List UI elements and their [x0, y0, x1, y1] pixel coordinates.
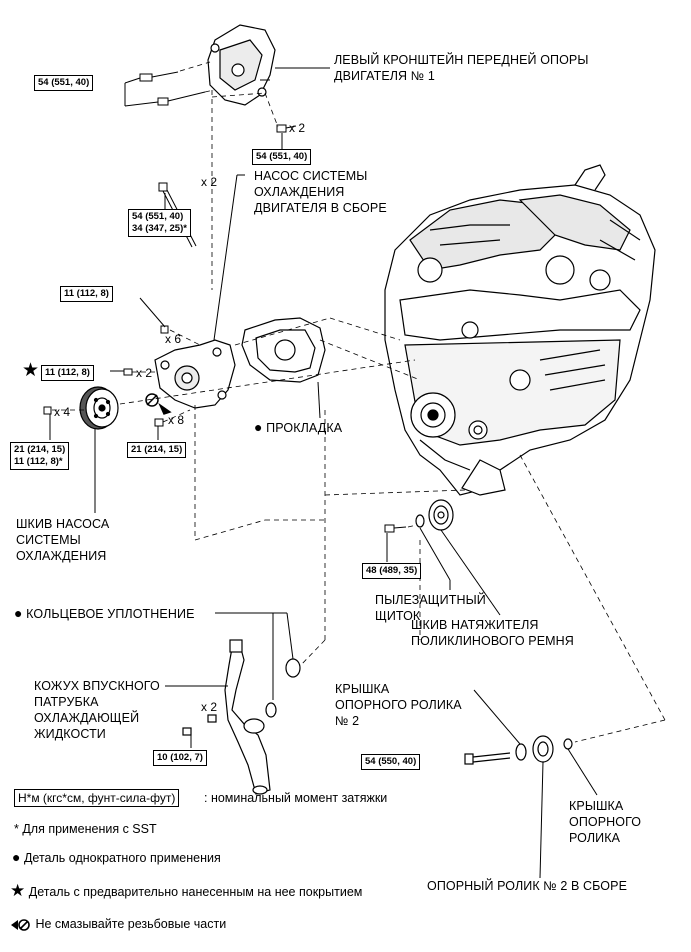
qty-pump-bolts-2: x 2	[136, 366, 153, 380]
torque-box-pump-bolts-8: 21 (214, 15)	[127, 442, 187, 458]
qty-bracket-bolt: x 2	[289, 121, 306, 135]
torque-box-inlet-housing: 10 (102, 7)	[153, 750, 207, 766]
star-icon: ★	[22, 360, 40, 381]
pump-bolts	[43, 325, 407, 533]
label-inlet-housing: КОЖУХ ВПУСКНОГО ПАТРУБКА ОХЛАЖДАЮЩЕЙ ЖИД…	[34, 678, 160, 742]
torque-box-bracket-bolt-2: 54 (551, 40)	[252, 149, 312, 165]
label-pump-pulley-line3: ОХЛАЖДЕНИЯ	[16, 549, 107, 563]
label-pump-pulley-line2: СИСТЕМЫ	[16, 533, 81, 547]
label-gasket: ● ПРОКЛАДКА	[254, 419, 342, 436]
label-dust-shield-line1: ПЫЛЕЗАЩИТНЫЙ	[375, 593, 486, 607]
label-pump-pulley-line1: ШКИВ НАСОСА	[16, 517, 110, 531]
torque-box-pump-bolts-2: 11 (112, 8)	[41, 365, 94, 381]
alignment-dashed-lines	[52, 61, 666, 743]
star-icon: ★	[10, 881, 26, 900]
torque-value-pulley-2: 11 (112, 8)*	[14, 456, 63, 467]
torque-value-pulley-1: 21 (214, 15)	[14, 444, 66, 455]
no-oil-marker-diagram	[145, 393, 172, 415]
legend-unit-text: : номинальный момент затяжки	[204, 791, 388, 805]
torque-box-pump-bolts-6: 11 (112, 8)	[60, 286, 113, 302]
torque-value-long-bolt-2: 34 (347, 25)*	[132, 223, 187, 234]
inlet-housing-drawing	[182, 639, 301, 795]
legend-no-lube-text: Не смазывайте резьбовые части	[35, 917, 227, 931]
torque-box-idler: 54 (550, 40)	[361, 754, 421, 770]
bracket-bolts	[139, 71, 297, 248]
idler-pulley-drawing	[464, 735, 573, 765]
water-pump-drawing	[154, 339, 236, 409]
label-o-ring: ● КОЛЬЦЕВОЕ УПЛОТНЕНИЕ	[14, 605, 195, 622]
label-pump-pulley: ШКИВ НАСОСА СИСТЕМЫ ОХЛАЖДЕНИЯ	[16, 516, 109, 564]
label-tensioner-line1: ШКИВ НАТЯЖИТЕЛЯ	[411, 618, 539, 632]
torque-box-bracket-bolts: 54 (551, 40)	[34, 75, 94, 91]
no-oil-icon	[11, 918, 30, 931]
legend-single-use-text: Деталь однократного применения	[23, 851, 221, 865]
torque-box-tensioner: 48 (489, 35)	[362, 563, 422, 579]
label-idler-cover-line2: ОПОРНОГО	[569, 815, 642, 829]
torque-box-pulley-bolts: 21 (214, 15) 11 (112, 8)*	[10, 442, 70, 470]
label-idler-cover-line3: РОЛИКА	[569, 831, 621, 845]
left-bracket-drawing	[207, 24, 276, 106]
legend-sst-note: * Для применения с SST	[14, 822, 157, 836]
label-water-pump-line2: ОХЛАЖДЕНИЯ	[254, 185, 345, 199]
label-idler-cover-line1: КРЫШКА	[569, 799, 624, 813]
qty-pulley-bolts: x 4	[54, 405, 71, 419]
qty-pump-bolts-6: x 6	[165, 332, 182, 346]
label-tensioner-line2: ПОЛИКЛИНОВОГО РЕМНЯ	[411, 634, 574, 648]
label-idler-cover2-line3: № 2	[335, 714, 360, 728]
label-gasket-text: ПРОКЛАДКА	[266, 421, 343, 435]
label-idler-cover2-line2: ОПОРНОГО РОЛИКА	[335, 698, 462, 712]
legend-unit-box: Н*м (кгс*см, фунт-сила-фут)	[14, 789, 180, 807]
label-tensioner-pulley: ШКИВ НАТЯЖИТЕЛЯ ПОЛИКЛИНОВОГО РЕМНЯ	[411, 617, 574, 649]
label-inlet-line3: ОХЛАЖДАЮЩЕЙ	[34, 711, 140, 725]
label-water-pump-line3: ДВИГАТЕЛЯ В СБОРЕ	[254, 201, 387, 215]
label-idler-assy: ОПОРНЫЙ РОЛИК № 2 В СБОРЕ	[427, 879, 628, 893]
engine-assembly-drawing	[384, 164, 656, 496]
label-water-pump-line1: НАСОС СИСТЕМЫ	[254, 169, 368, 183]
leader-lines	[49, 67, 598, 879]
filled-circle-icon: ●	[14, 605, 23, 621]
label-idler-cover-2: КРЫШКА ОПОРНОГО РОЛИКА № 2	[335, 681, 462, 729]
label-left-bracket: ЛЕВЫЙ КРОНШТЕЙН ПЕРЕДНЕЙ ОПОРЫ ДВИГАТЕЛЯ…	[334, 52, 589, 84]
label-dust-shield: ПЫЛЕЗАЩИТНЫЙ ЩИТОК	[375, 592, 486, 624]
label-inlet-line1: КОЖУХ ВПУСКНОГО	[34, 679, 160, 693]
torque-value-long-bolt-1: 54 (551, 40)	[132, 211, 184, 222]
legend-single-use: ● Деталь однократного применения	[12, 849, 221, 865]
tensioner-pulley-drawing	[415, 499, 454, 531]
filled-circle-icon: ●	[12, 849, 21, 865]
label-water-pump: НАСОС СИСТЕМЫ ОХЛАЖДЕНИЯ ДВИГАТЕЛЯ В СБО…	[254, 168, 387, 216]
legend-precoated-text: Деталь с предварительно нанесенным на не…	[28, 885, 363, 899]
torque-box-long-bolt: 54 (551, 40) 34 (347, 25)*	[128, 209, 191, 237]
label-left-bracket-line1: ЛЕВЫЙ КРОНШТЕЙН ПЕРЕДНЕЙ ОПОРЫ	[334, 53, 589, 67]
legend-no-lube: Не смазывайте резьбовые части	[10, 917, 226, 932]
label-inlet-line2: ПАТРУБКА	[34, 695, 99, 709]
label-idler-cover: КРЫШКА ОПОРНОГО РОЛИКА	[569, 798, 641, 846]
label-idler-cover2-line1: КРЫШКА	[335, 682, 390, 696]
legend-precoated: ★ Деталь с предварительно нанесенным на …	[10, 881, 362, 901]
label-dust-shield-line2: ЩИТОК	[375, 609, 421, 623]
qty-pump-bolts-8: x 8	[168, 413, 185, 427]
qty-inlet-bolts: x 2	[201, 700, 218, 714]
label-inlet-line4: ЖИДКОСТИ	[34, 727, 106, 741]
label-o-ring-text: КОЛЬЦЕВОЕ УПЛОТНЕНИЕ	[26, 607, 195, 621]
label-left-bracket-line2: ДВИГАТЕЛЯ № 1	[334, 69, 435, 83]
gasket-drawing	[241, 317, 326, 383]
pump-pulley-drawing	[79, 386, 119, 430]
qty-long-bolt: x 2	[201, 175, 218, 189]
filled-circle-icon: ●	[254, 419, 263, 435]
